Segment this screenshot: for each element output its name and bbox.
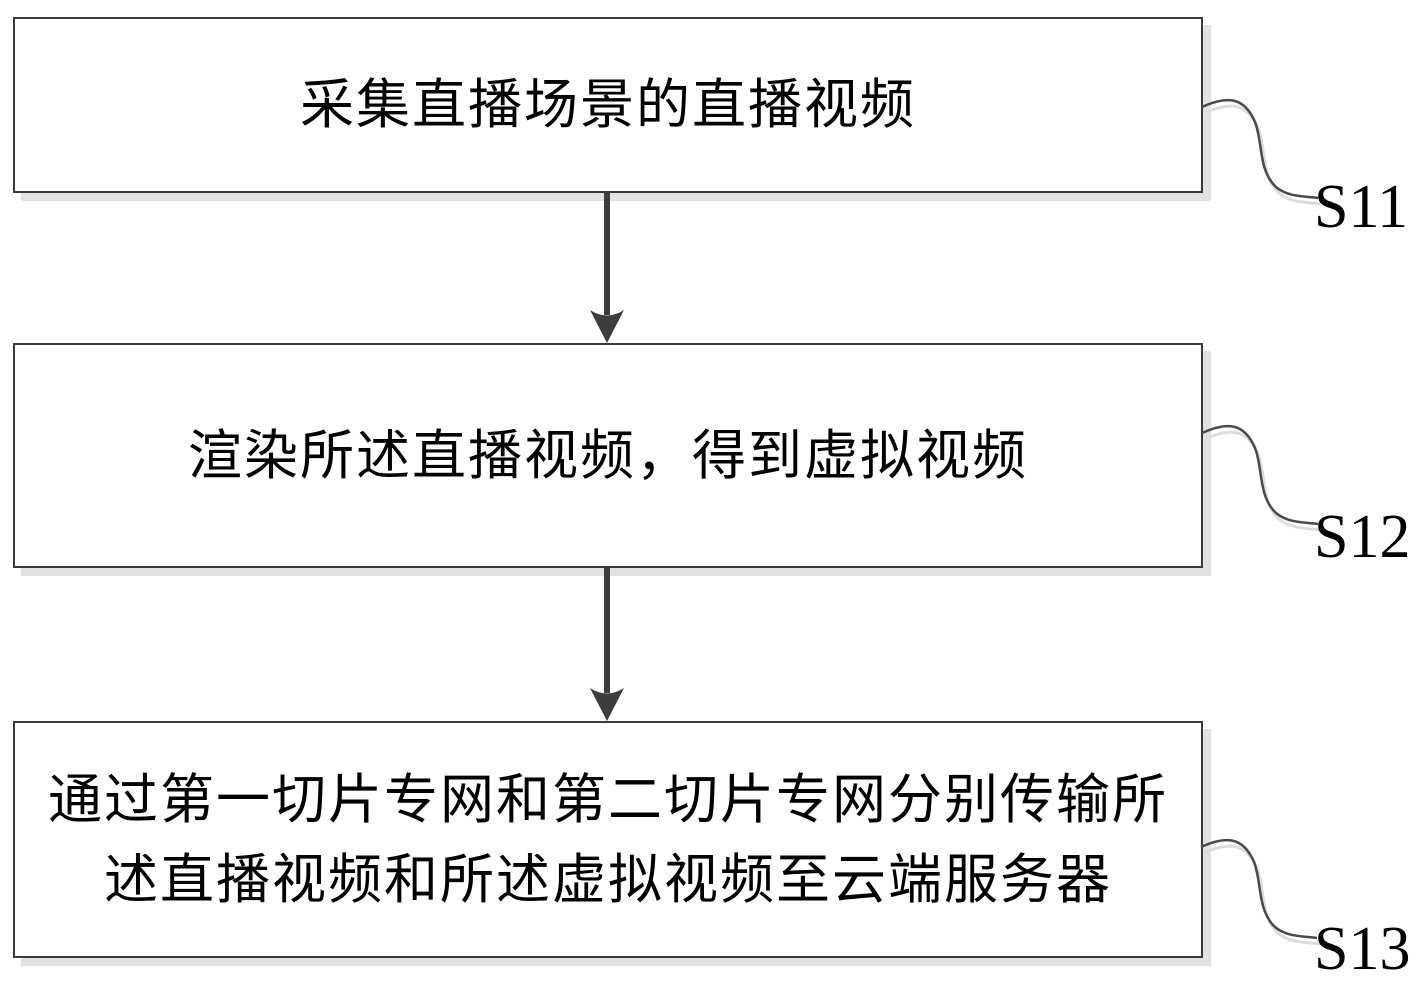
step-box-s13: 通过第一切片专网和第二切片专网分别传输所述直播视频和所述虚拟视频至云端服务器	[13, 721, 1203, 958]
step-label-s12: S12	[1314, 503, 1411, 571]
flow-arrow-s12-to-s13	[590, 568, 624, 721]
squiggle-connector-s13	[1200, 838, 1321, 946]
step-text-s11: 采集直播场景的直播视频	[300, 73, 916, 136]
squiggle-connector-s12	[1201, 424, 1322, 532]
flow-arrow-s11-to-s12	[590, 193, 624, 343]
squiggle-line	[1201, 424, 1319, 526]
arrow-head-icon	[590, 688, 624, 721]
squiggle-connector-s11	[1201, 98, 1322, 206]
step-text-s12: 渲染所述直播视频，得到虚拟视频	[188, 423, 1028, 487]
step-label-s13: S13	[1314, 915, 1411, 981]
squiggle-line	[1201, 98, 1319, 200]
step-box-s12: 渲染所述直播视频，得到虚拟视频	[13, 343, 1203, 568]
step-label-s11: S11	[1314, 173, 1409, 241]
step-text-s13: 通过第一切片专网和第二切片专网分别传输所述直播视频和所述虚拟视频至云端服务器	[48, 767, 1168, 911]
arrow-head-icon	[590, 310, 624, 343]
squiggle-line	[1200, 838, 1318, 940]
squiggle-shadow	[1203, 844, 1321, 946]
squiggle-shadow	[1204, 104, 1322, 206]
squiggle-shadow	[1204, 430, 1322, 532]
step-box-s11: 采集直播场景的直播视频	[13, 17, 1203, 193]
